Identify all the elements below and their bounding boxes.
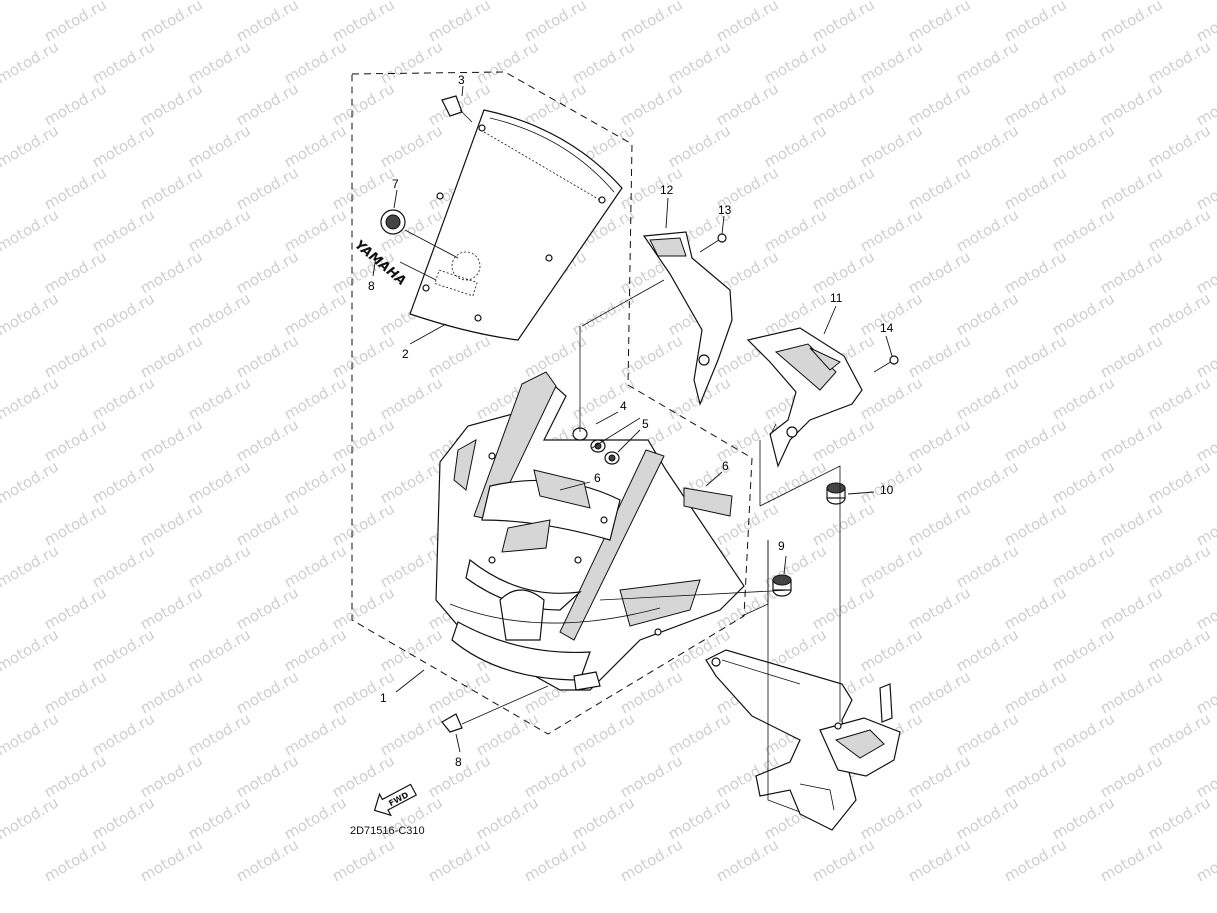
watermark-text: motod.ru xyxy=(1193,415,1217,465)
watermark-text: motod.ru xyxy=(0,0,62,3)
callout-14-right: 14 xyxy=(880,321,894,335)
callout-14-upper: 13 xyxy=(718,203,732,217)
screw-9 xyxy=(441,685,549,733)
drawing-code: 2D71516-C310 xyxy=(350,825,425,837)
bracket-12 xyxy=(746,327,863,468)
grommet-10 xyxy=(772,574,792,597)
callout-8: 8 xyxy=(368,279,375,293)
pad-6-left xyxy=(533,469,591,509)
callout-6-left: 6 xyxy=(594,471,601,485)
yamaha-emblem xyxy=(380,209,459,259)
cowling-stay xyxy=(705,649,901,831)
pad-6-right xyxy=(683,487,733,517)
watermark-text: motod.ru xyxy=(1001,835,1070,885)
watermark-text: motod.ru xyxy=(713,835,782,885)
watermark-text: motod.ru xyxy=(1193,835,1217,885)
watermark-text: motod.ru xyxy=(0,709,62,759)
front-cowling xyxy=(435,371,745,691)
grommet-11 xyxy=(826,482,846,505)
callout-1: 1 xyxy=(380,691,387,705)
watermark-text: motod.ru xyxy=(1193,667,1217,717)
screw-14-right xyxy=(873,355,899,373)
callout-2: 2 xyxy=(402,347,409,361)
watermark-text: motod.ru xyxy=(521,835,590,885)
watermark-text: motod.ru xyxy=(1193,79,1217,129)
watermark-text: motod.ru xyxy=(0,541,62,591)
nut-4 xyxy=(604,451,620,465)
watermark-text: motod.ru xyxy=(41,835,110,885)
watermark-text: motod.ru xyxy=(905,835,974,885)
watermark-text: motod.ru xyxy=(425,835,494,885)
callout-3: 3 xyxy=(458,73,465,87)
watermark-text: motod.ru xyxy=(1193,331,1217,381)
callout-7: 7 xyxy=(392,177,399,191)
watermark-text: motod.ru xyxy=(1097,835,1166,885)
watermark-text: motod.ru xyxy=(233,835,302,885)
watermark-text: motod.ru xyxy=(0,793,62,843)
watermark-text: motod.ru xyxy=(0,289,62,339)
watermark-text: motod.ru xyxy=(1193,163,1217,213)
windscreen xyxy=(409,109,623,341)
watermark-text: motod.ru xyxy=(0,457,62,507)
watermark-text: motod.ru xyxy=(0,121,62,171)
callout-12: 11 xyxy=(830,291,843,305)
watermark-text: motod.ru xyxy=(0,205,62,255)
callout-10: 9 xyxy=(778,539,785,553)
watermark-text: motod.ru xyxy=(809,835,878,885)
watermark-text: motod.ru xyxy=(0,37,62,87)
watermark-text: motod.ru xyxy=(617,835,686,885)
callout-5: 4 xyxy=(620,399,627,413)
callout-6-right: 6 xyxy=(722,459,729,473)
watermark-text: motod.ru xyxy=(0,625,62,675)
callout-11: 10 xyxy=(880,483,894,497)
bracket-13 xyxy=(642,231,733,406)
watermark-text: motod.ru xyxy=(137,835,206,885)
callout-9: 8 xyxy=(455,755,462,769)
watermark-text: motod.ru xyxy=(1193,751,1217,801)
watermark-text: motod.ru xyxy=(0,373,62,423)
watermark-text: motod.ru xyxy=(329,835,398,885)
callout-4: 5 xyxy=(642,417,649,431)
watermark-text: motod.ru xyxy=(1193,499,1217,549)
screw-3 xyxy=(441,95,473,123)
callout-13: 12 xyxy=(660,183,674,197)
watermark-text: motod.ru xyxy=(1193,247,1217,297)
watermark-text: motod.ru xyxy=(1193,583,1217,633)
